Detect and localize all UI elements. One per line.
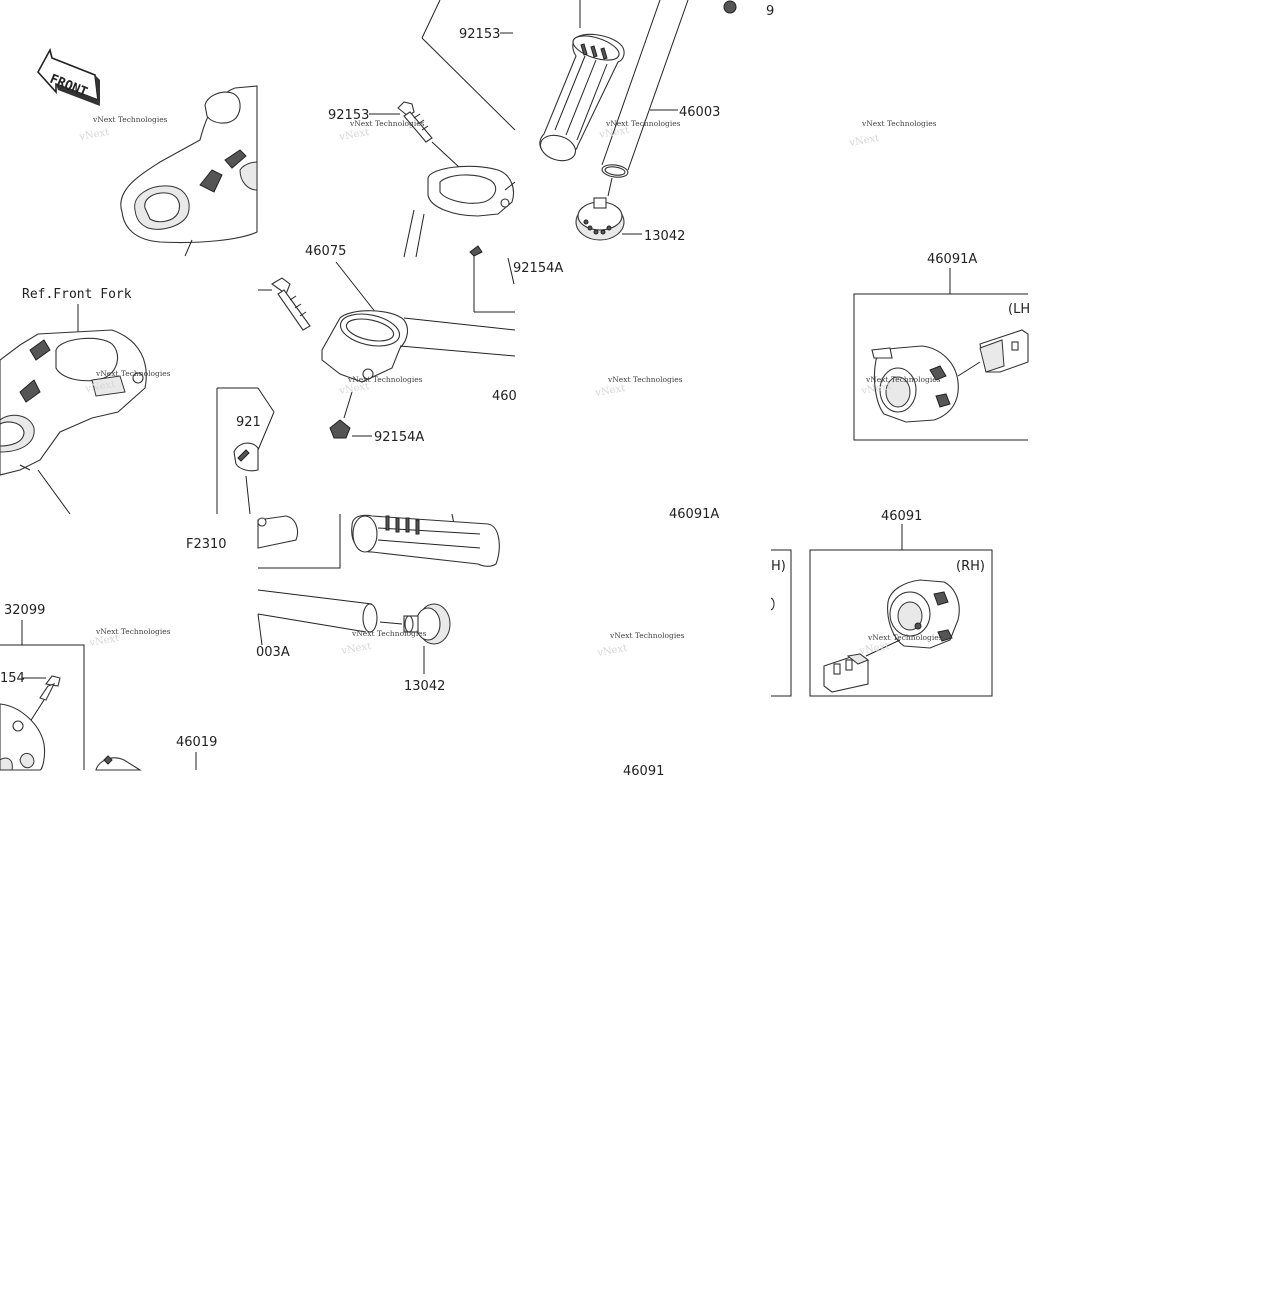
callout-46-partial: 460	[492, 389, 517, 404]
lower-grip-assembly: 003A 13042	[256, 513, 500, 694]
callout-92153-b: 92153	[328, 108, 369, 123]
watermark-5: vNext vNext Technologies	[84, 369, 171, 395]
callout-921-partial: 921	[236, 415, 261, 430]
callout-9-partial: 9	[766, 4, 774, 19]
handlebar-clamp-upper: 92153 92153	[328, 0, 516, 258]
h-partial-tag: H)	[771, 559, 786, 574]
callout-92154A-b: 92154A	[374, 430, 424, 445]
watermark-text: vNext Technologies	[95, 627, 171, 636]
svg-text:vNext: vNext	[340, 641, 372, 657]
watermark-text: vNext Technologies	[351, 629, 427, 638]
watermark-11: vNext vNext Technologies	[596, 631, 685, 659]
watermark-text: vNext Technologies	[92, 115, 168, 124]
svg-text:vNext: vNext	[594, 383, 626, 399]
svg-text:vNext: vNext	[858, 641, 890, 657]
callout-13042-a: 13042	[644, 229, 685, 244]
lh-switch-housing	[871, 329, 1029, 423]
callout-46091A-a: 46091A	[927, 252, 977, 267]
callout-92154A-a: 92154A	[513, 261, 563, 276]
watermark-text: vNext Technologies	[867, 633, 943, 642]
callout-32099: 32099	[4, 603, 45, 618]
front-arrow-icon: FRONT	[37, 47, 100, 106]
svg-text:vNext: vNext	[338, 127, 370, 143]
callout-46019: 46019	[176, 735, 217, 750]
lower-bar-end	[403, 603, 451, 645]
watermark-9: vNext vNext Technologies	[88, 627, 171, 649]
watermark-4: vNext vNext Technologies	[848, 119, 937, 149]
clamp-bolt-2	[270, 277, 311, 331]
throttle-grip-assembly: 46003 13042 9	[539, 0, 774, 244]
svg-text:vNext: vNext	[848, 133, 880, 149]
rh-switch-housing	[823, 579, 960, 693]
lh-tag: (LH	[1008, 302, 1030, 317]
callout-46091-b: 46091	[623, 764, 664, 779]
lower-triple-clamp: Ref.Front Fork	[0, 287, 147, 515]
watermark-3: vNext vNext Technologies	[598, 119, 681, 141]
watermark-6: vNext vNext Technologies	[338, 375, 423, 397]
rh-switch-panel: H) 46091 (RH)	[770, 509, 993, 697]
callout-46075: 46075	[305, 244, 346, 259]
watermark-12: vNext vNext Technologies	[858, 633, 943, 657]
watermark-text: vNext Technologies	[861, 119, 937, 128]
watermark-7: vNext vNext Technologies	[594, 375, 683, 399]
lower-grip	[351, 514, 500, 567]
svg-text:vNext: vNext	[338, 381, 370, 397]
lh-switch-panel: 46091A (LH	[853, 252, 1030, 441]
upper-triple-clamp	[120, 85, 258, 257]
callout-154-partial: 154	[0, 671, 25, 686]
svg-text:vNext: vNext	[84, 379, 116, 395]
figure-code: F2310	[186, 537, 227, 552]
watermark-text: vNext Technologies	[605, 119, 681, 128]
ref-front-fork-label: Ref.Front Fork	[22, 287, 132, 302]
callout-46003: 46003	[679, 105, 720, 120]
lower-left-assembly: F2310 32099 154 46019	[0, 537, 227, 771]
watermark-2: vNext vNext Technologies	[338, 119, 425, 143]
svg-text:vNext: vNext	[598, 125, 630, 141]
watermark-text: vNext Technologies	[865, 375, 941, 384]
rh-tag: (RH)	[956, 559, 985, 574]
svg-text:vNext: vNext	[78, 127, 110, 143]
svg-text:vNext: vNext	[860, 381, 892, 397]
watermark-text: vNext Technologies	[95, 369, 171, 378]
watermark-1: vNext vNext Technologies	[78, 115, 168, 143]
bar-end-cap	[575, 197, 625, 241]
svg-text:vNext: vNext	[596, 643, 628, 659]
handlebar-tube	[601, 0, 689, 171]
svg-text:vNext: vNext	[88, 633, 120, 649]
throttle-grip	[539, 33, 625, 162]
watermark-text: vNext Technologies	[607, 375, 683, 384]
watermark-text: vNext Technologies	[609, 631, 685, 640]
clamp-bolt	[397, 101, 433, 143]
callout-13042-b: 13042	[404, 679, 445, 694]
callout-46091A-b: 46091A	[669, 507, 719, 522]
watermark-8: vNext vNext Technologies	[860, 375, 941, 397]
watermark-text: vNext Technologies	[347, 375, 423, 384]
handlebar-clamp-46075: 92154A 46075 460 92154A 921	[216, 244, 563, 515]
watermark-10: vNext vNext Technologies	[340, 629, 427, 657]
callout-003A-partial: 003A	[256, 645, 290, 660]
callout-46091-a: 46091	[881, 509, 922, 524]
lower-tube	[257, 589, 378, 633]
watermark-text: vNext Technologies	[349, 119, 425, 128]
callout-92153-a: 92153	[459, 27, 500, 42]
